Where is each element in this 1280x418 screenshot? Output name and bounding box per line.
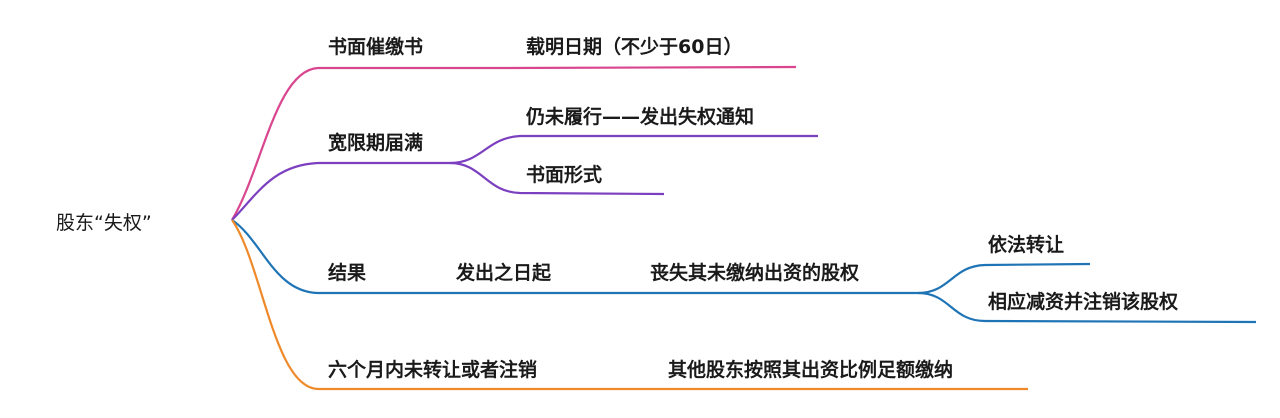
branch-line-transfer bbox=[917, 262, 1091, 295]
node-lose-equity: 丧失其未缴纳出资的股权 bbox=[650, 261, 859, 284]
node-written-notice: 书面催缴书 bbox=[328, 35, 423, 58]
branch-line-capital-reduction bbox=[917, 291, 1257, 324]
branch-line-written-notice bbox=[231, 65, 797, 221]
node-from-issue-date: 发出之日起 bbox=[455, 261, 552, 284]
node-written-form: 书面形式 bbox=[526, 163, 602, 186]
branch-grace-period: 宽限期届满 仍未履行——发出失权通知 书面形式 bbox=[231, 105, 818, 221]
branch-line-written-form bbox=[449, 161, 665, 196]
root-node: 股东“失权” bbox=[56, 212, 152, 234]
node-failure-notice: 仍未履行——发出失权通知 bbox=[526, 105, 754, 128]
node-result: 结果 bbox=[328, 261, 366, 284]
branch-line-six-months bbox=[231, 219, 1028, 391]
branch-result: 结果 发出之日起 丧失其未缴纳出资的股权 依法转让 相应减资并注销该股权 bbox=[231, 219, 1257, 324]
branch-six-months: 六个月内未转让或者注销 其他股东按照其出资比例足额缴纳 bbox=[231, 219, 1028, 391]
branch-line-grace-period bbox=[231, 161, 450, 221]
branch-written-notice: 书面催缴书 载明日期（不少于60日） bbox=[231, 35, 797, 221]
branch-line-result bbox=[231, 219, 918, 295]
node-other-shareholders: 其他股东按照其出资比例足额缴纳 bbox=[668, 358, 953, 381]
node-transfer-by-law: 依法转让 bbox=[988, 233, 1064, 256]
node-six-months: 六个月内未转让或者注销 bbox=[328, 358, 537, 381]
node-date-stated: 载明日期（不少于60日） bbox=[526, 35, 742, 58]
node-grace-period: 宽限期届满 bbox=[328, 131, 423, 154]
node-capital-reduction: 相应减资并注销该股权 bbox=[988, 290, 1178, 313]
branch-line-failure-notice bbox=[449, 134, 818, 165]
